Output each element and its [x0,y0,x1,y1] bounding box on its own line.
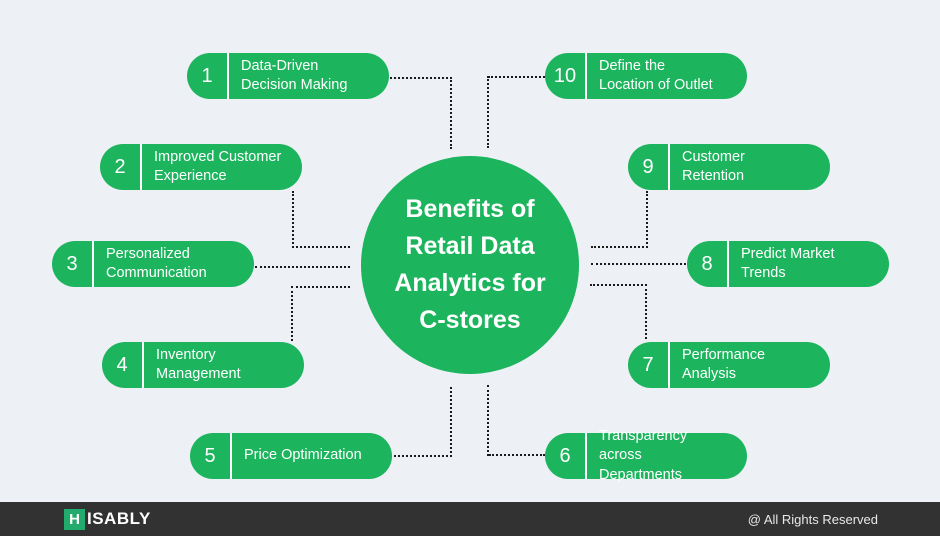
benefit-number: 4 [102,342,144,388]
logo-h-icon: H [64,508,85,530]
benefit-number: 10 [545,53,587,99]
benefit-label: Data-Driven Decision Making [241,57,348,93]
connector-line [291,286,293,341]
benefit-pill-1: 1 Data-Driven Decision Making [187,53,389,99]
hisably-logo: H ISABLY [64,508,151,530]
benefit-number: 5 [190,433,232,479]
connector-line [487,76,489,148]
connector-line [450,387,452,457]
connector-line [488,76,545,78]
benefit-pill-3: 3 Personalized Communication [52,241,254,287]
connector-line [590,284,647,286]
central-title-circle: Benefits of Retail Data Analytics for C-… [361,156,579,374]
benefit-number: 3 [52,241,94,287]
benefit-number: 1 [187,53,229,99]
rights-text: @ All Rights Reserved [747,511,878,527]
benefit-number: 7 [628,342,670,388]
benefit-number: 9 [628,144,670,190]
connector-line [292,191,294,248]
benefit-label: Define the Location of Outlet [599,57,713,93]
benefit-pill-2: 2 Improved Customer Experience [100,144,302,190]
connector-line [292,246,350,248]
connector-line [489,454,545,456]
benefit-label: Price Optimization [244,447,362,464]
logo-text: ISABLY [87,509,151,528]
benefit-pill-10: 10 Define the Location of Outlet [545,53,747,99]
connector-line [645,284,647,339]
benefit-pill-9: 9 Customer Retention [628,144,830,190]
benefit-pill-5: 5 Price Optimization [190,433,392,479]
benefit-pill-4: 4 Inventory Management [102,342,304,388]
benefit-pill-8: 8 Predict Market Trends [687,241,889,287]
benefit-label: Performance Analysis [682,346,766,382]
benefit-number: 6 [545,433,587,479]
connector-line [255,266,350,268]
benefit-number: 8 [687,241,729,287]
connector-line [450,77,452,149]
benefit-pill-7: 7 Performance Analysis [628,342,830,388]
benefit-number: 2 [100,144,142,190]
benefit-label: Inventory Management [156,346,241,382]
connector-line [646,191,648,248]
connector-line [394,455,452,457]
benefit-label: Personalized Communication [106,245,207,281]
central-title: Benefits of Retail Data Analytics for C-… [394,195,546,334]
connector-line [591,246,648,248]
benefit-label: Predict Market Trends [741,245,835,281]
connector-line [591,263,686,265]
connector-line [390,77,452,79]
connector-line [291,286,350,288]
benefit-label: Customer Retention [682,148,745,184]
benefit-label: Transparency across Departments [599,428,688,483]
benefit-pill-6: 6 Transparency across Departments [545,428,747,483]
footer-bar: H ISABLY @ All Rights Reserved [0,502,940,536]
connector-line [487,385,489,456]
benefit-label: Improved Customer Experience [154,148,282,184]
